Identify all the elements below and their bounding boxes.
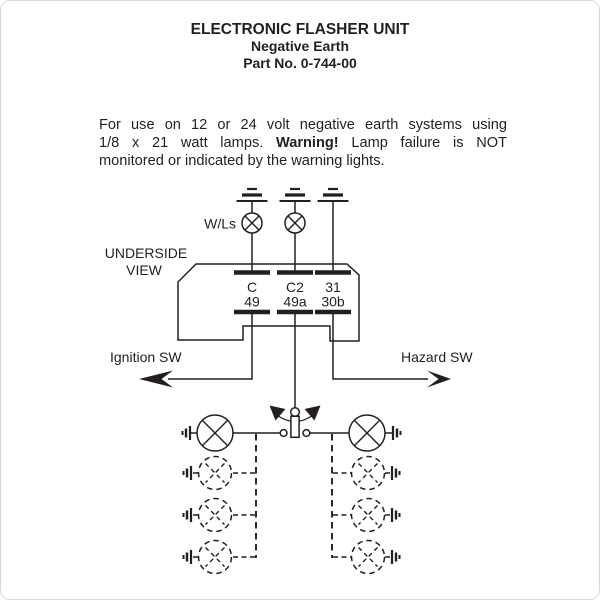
dashed-lamp-icon [350,539,386,575]
right-optional-lamps [333,455,401,575]
earth-icon [390,548,401,566]
earth-icon [390,506,401,524]
usage-note-line3: monitored or indicated by the warning li… [99,153,385,169]
terminal-label: 31 [325,279,341,295]
underside-view-label-line2: VIEW [126,262,163,278]
terminal-labels: C 49 C2 49a 31 30b [244,279,345,310]
switch-contact-right [302,428,311,438]
warning-word: Warning! [275,135,339,151]
arrow-left-icon [139,370,173,388]
usage-note: For use on 12 or 24 volt negative earth … [99,116,507,170]
earth-icon [181,424,192,442]
terminal-label: C [247,279,257,295]
switch-pivot [289,406,301,418]
terminal-label-alt: 30b [321,294,345,310]
switch-throw-left-icon [269,405,286,421]
lamp-earth-stubs [192,472,198,558]
switch-throw-right-icon [304,405,321,421]
terminal-label-alt: 49 [244,294,260,310]
terminal-label-alt: 49a [283,294,307,310]
ignition-switch-label: Ignition SW [110,349,182,365]
arrow-right-icon [427,370,451,388]
title-block: ELECTRONIC FLASHER UNIT Negative Earth P… [0,21,600,72]
indicator-switch [269,405,321,439]
usage-note-line2: 1/8 x 21 watt lamps. Warning! Lamp failu… [99,134,507,152]
dashed-lamp-icon [197,497,233,533]
page-subtitle: Negative Earth [250,38,350,54]
flasher-unit-outline [177,263,360,342]
earth-icon [182,506,193,524]
terminal-label: C2 [286,279,304,295]
usage-note-line2-start: 1/8 x 21 watt lamps. [99,135,276,151]
lamp-stub-wires [333,472,351,558]
earth-icon [182,464,193,482]
earth-icon [391,424,402,442]
underside-view-label-line1: UNDERSIDE [105,245,187,261]
dashed-lamp-icon [350,497,386,533]
usage-note-line2-end: Lamp failure is NOT [338,135,507,151]
part-number: Part No. 0-744-00 [243,55,357,71]
earth-icon [234,187,270,203]
flasher-lamp-icon [348,414,386,452]
switch-contact-left [279,428,288,438]
earth-icon [315,187,351,203]
page-title: ELECTRONIC FLASHER UNIT [190,21,410,38]
left-optional-lamps [182,455,255,575]
warning-lamps-label: W/Ls [204,216,236,232]
earth-icon [390,464,401,482]
lamp-stub-wires [233,472,255,558]
dashed-lamp-icon [197,539,233,575]
dashed-lamp-icon [197,455,233,491]
dashed-lamp-icon [350,455,386,491]
ignition-wire [168,314,253,380]
flasher-lamp-icon [196,414,234,452]
warning-lamp-icon [284,212,306,234]
earth-icon [182,548,193,566]
lamp-earth-stubs [385,472,391,558]
hazard-wire [332,314,428,380]
warning-lamp-icon [241,212,263,234]
usage-note-line1: For use on 12 or 24 volt negative earth … [99,117,507,133]
hazard-switch-label: Hazard SW [401,349,473,365]
earth-icon [277,187,313,203]
switch-lever [290,415,300,439]
